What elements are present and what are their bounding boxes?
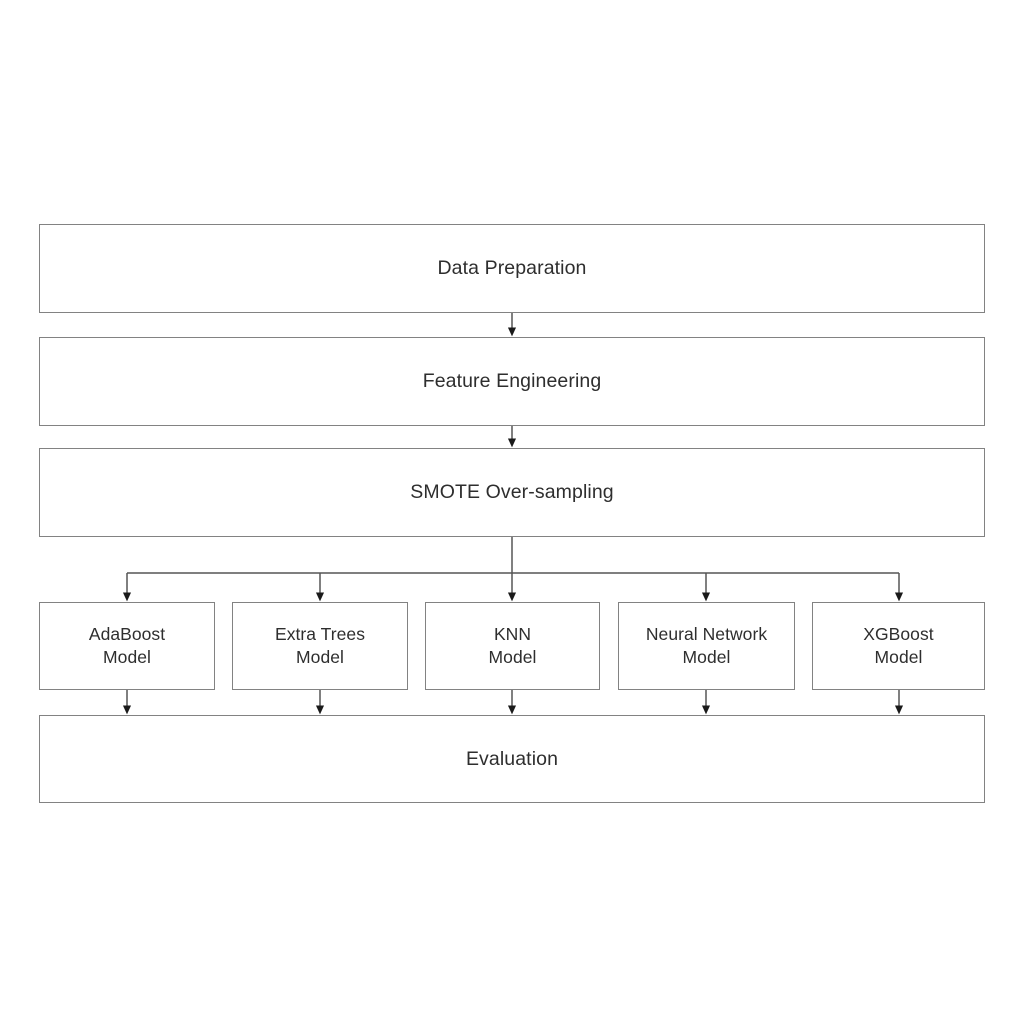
node-extra-trees-model[interactable]: Extra Trees Model: [232, 602, 408, 690]
node-feature-engineering-label: Feature Engineering: [422, 370, 602, 393]
node-data-preparation[interactable]: Data Preparation: [39, 224, 985, 313]
node-smote-over-sampling-label: SMOTE Over-sampling: [410, 481, 614, 504]
node-smote-over-sampling[interactable]: SMOTE Over-sampling: [39, 448, 985, 537]
node-neural-network-model[interactable]: Neural Network Model: [618, 602, 795, 690]
node-knn-model-label: KNN Model: [488, 623, 537, 667]
node-knn-model[interactable]: KNN Model: [425, 602, 600, 690]
node-feature-engineering[interactable]: Feature Engineering: [39, 337, 985, 426]
node-evaluation-label: Evaluation: [465, 747, 559, 770]
node-neural-network-model-label: Neural Network Model: [645, 623, 768, 667]
node-adaboost-model[interactable]: AdaBoost Model: [39, 602, 215, 690]
node-extra-trees-model-label: Extra Trees Model: [274, 623, 366, 667]
node-xgboost-model[interactable]: XGBoost Model: [812, 602, 985, 690]
node-evaluation[interactable]: Evaluation: [39, 715, 985, 803]
node-xgboost-model-label: XGBoost Model: [863, 623, 934, 667]
node-adaboost-model-label: AdaBoost Model: [88, 623, 166, 667]
node-data-preparation-label: Data Preparation: [437, 257, 587, 280]
